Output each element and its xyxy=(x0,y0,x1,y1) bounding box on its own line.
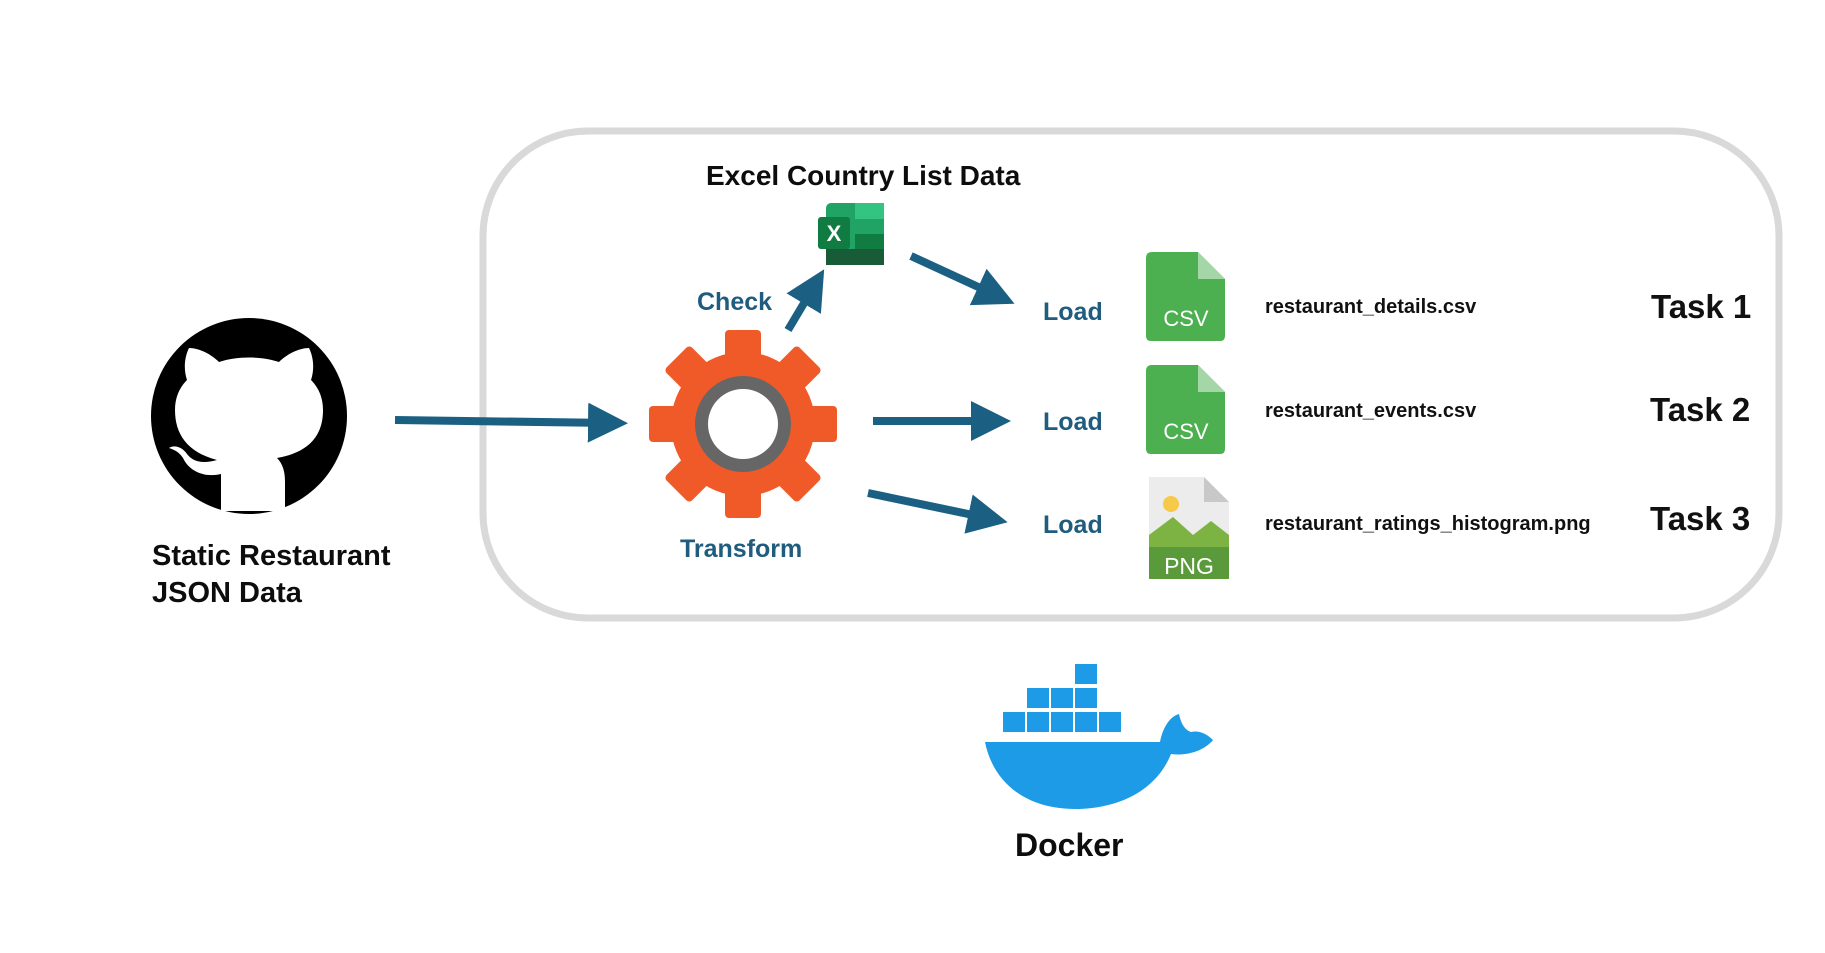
arrow-source-to-transform xyxy=(394,402,628,443)
gear-icon xyxy=(649,330,837,518)
png-format-label: PNG xyxy=(1164,553,1214,579)
docker-label: Docker xyxy=(1015,827,1124,863)
output-filename-2: restaurant_events.csv xyxy=(1265,400,1477,422)
check-label: Check xyxy=(697,288,772,316)
github-icon xyxy=(151,318,347,514)
output-filename-1: restaurant_details.csv xyxy=(1265,296,1477,318)
output-filename-3: restaurant_ratings_histogram.png xyxy=(1265,513,1591,535)
source-label-line2: JSON Data xyxy=(152,577,303,609)
arrow-transform-to-excel xyxy=(784,269,825,333)
task-label-1: Task 1 xyxy=(1651,288,1751,325)
task-label-3: Task 3 xyxy=(1650,500,1750,537)
csv-file-icon: CSV xyxy=(1146,365,1225,454)
docker-whale-icon xyxy=(985,664,1213,809)
load-label-2: Load xyxy=(1043,408,1103,436)
excel-icon-letter: X xyxy=(827,221,842,246)
transform-label: Transform xyxy=(680,535,802,563)
excel-icon: X xyxy=(818,203,884,265)
png-file-icon: PNG xyxy=(1149,477,1229,579)
load-label-1: Load xyxy=(1043,298,1103,326)
task-label-2: Task 2 xyxy=(1650,391,1750,428)
arrow-excel-to-load-1 xyxy=(909,252,1015,306)
load-label-3: Load xyxy=(1043,511,1103,539)
csv-format-label-1: CSV xyxy=(1163,306,1209,331)
excel-label: Excel Country List Data xyxy=(706,160,1021,191)
source-label-line1: Static Restaurant xyxy=(152,540,391,572)
csv-file-icon: CSV xyxy=(1146,252,1225,341)
csv-format-label-2: CSV xyxy=(1163,419,1209,444)
docker-container-box xyxy=(479,127,1783,622)
arrow-transform-to-load-3 xyxy=(867,489,1008,534)
